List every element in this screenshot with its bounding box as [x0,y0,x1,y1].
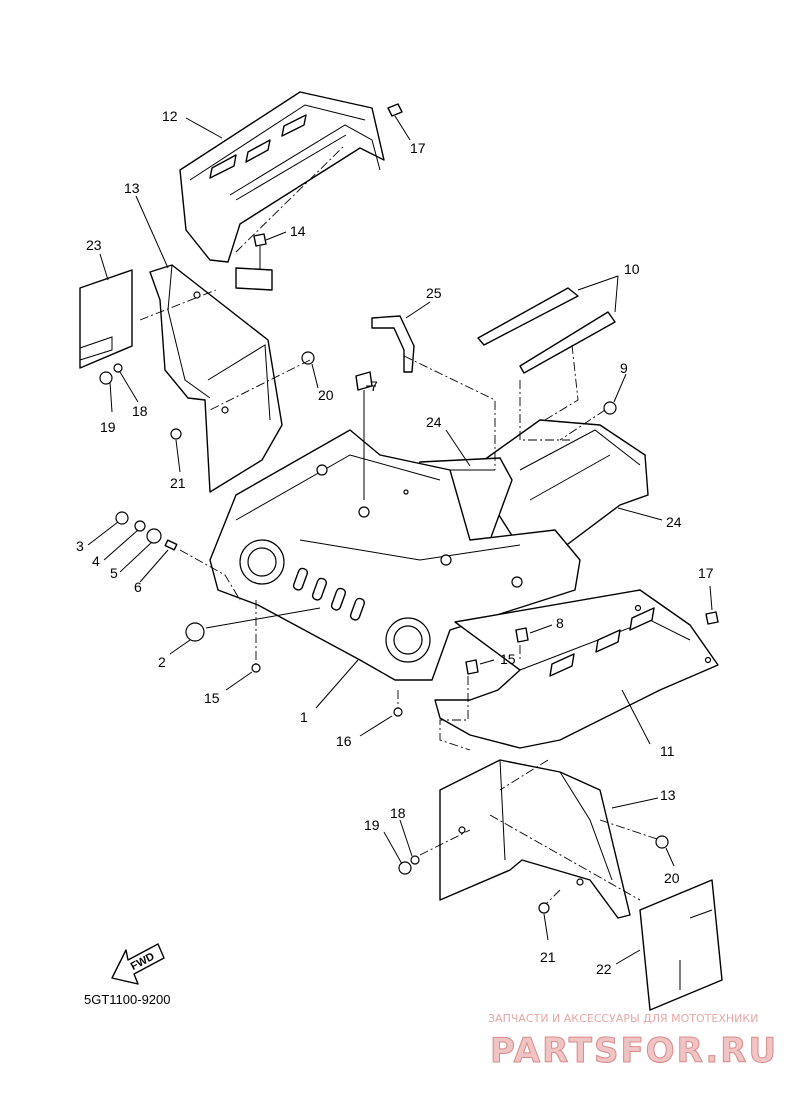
callout-21: 21 [170,475,186,491]
part-10-trim-strips [477,287,616,374]
callout-19: 19 [100,419,116,435]
callout-16a: 15 [204,690,220,706]
part-code: 5GT1100-9200 [84,992,171,1007]
part-13-right-inner-panel [439,759,631,919]
leader-lines [87,115,713,965]
callout-18: 18 [132,403,148,419]
callout-15b: 15 [500,651,516,667]
callout-5: 5 [110,565,118,581]
callout-23: 23 [86,237,102,253]
hardware-fasteners [99,103,719,914]
callout-24b: 24 [666,514,682,530]
callout-19b: 19 [364,817,380,833]
callout-10: 10 [624,261,640,277]
alignment-lines [139,144,661,905]
part-23-left-mud-flap [79,269,133,369]
callout-12: 12 [162,108,178,124]
part-22-right-mud-flap [639,879,723,1011]
callout-14: 13 [124,180,140,196]
callout-25: 25 [426,285,442,301]
callout-3: 3 [76,538,84,554]
watermark-tagline: ЗАПЧАСТИ И АКСЕССУАРЫ ДЛЯ МОТОТЕХНИКИ [488,1012,758,1025]
callout-24a: 24 [426,414,442,430]
callout-20: 20 [318,387,334,403]
callout-2: 2 [158,654,166,670]
part-11-right-fender [434,589,719,749]
callout-13: 13 [660,787,676,803]
callout-9: 9 [620,360,628,376]
callout-17: 17 [410,140,426,156]
callout-16b: 16 [336,733,352,749]
part-14-left-inner-panel [149,264,283,493]
callout-4: 4 [92,553,100,569]
callout-17b: 17 [698,565,714,581]
callout-labels: 12 17 14 13 23 10 25 7 9 20 18 19 21 24 … [76,108,714,977]
part-12-rear-cover [179,91,385,291]
callout-15: 14 [290,223,306,239]
callout-1: 1 [300,709,308,725]
callout-22: 22 [596,961,612,977]
callout-11: 11 [660,743,675,759]
callout-21b: 21 [540,949,556,965]
watermark: ЗАПЧАСТИ И АКСЕССУАРЫ ДЛЯ МОТОТЕХНИКИ PA… [488,1012,778,1072]
watermark-brand: PARTSFOR.RU [490,1031,778,1071]
fwd-arrow: FWD [111,943,165,985]
callout-20b: 20 [664,870,680,886]
callout-7: 7 [370,378,378,394]
callout-18b: 18 [390,805,406,821]
callout-6: 6 [134,579,142,595]
part-25-bracket [371,315,415,373]
callout-8: 8 [556,615,564,631]
